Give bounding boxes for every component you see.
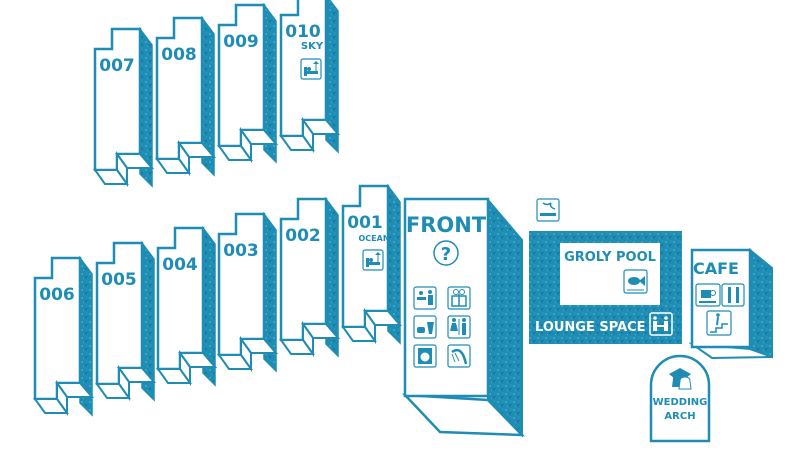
cafe-title: CAFE [693,259,739,278]
room-006[interactable]: 006 [33,255,95,417]
fish-icon [623,269,648,294]
room-number: 010 [285,22,321,42]
cutlery-icon [721,283,745,307]
room-004[interactable]: 004 [156,225,218,387]
room-number: 004 [162,255,198,275]
laundry-icon [413,344,437,368]
smoking-area-icon [536,198,560,222]
wedding-label-line2: ARCH [664,411,695,422]
lounge-label: LOUNGE SPACE [535,320,646,335]
bed-icon [362,249,384,271]
food-drink-icon [413,315,437,339]
bed-icon [300,58,322,80]
room-number: 001 [347,213,383,233]
room-number: 008 [161,45,197,65]
stairs-icon [706,310,732,336]
pool-label: GROLY POOL [564,250,656,265]
room-009[interactable]: 009 [217,2,279,164]
wedding-bells-icon [669,368,692,390]
shower-icon [447,344,471,368]
room-name: SKY [301,41,324,52]
room-005[interactable]: 005 [95,240,157,402]
front-desk-building[interactable]: FRONT ? [401,197,526,438]
room-number: 006 [39,285,75,305]
room-number: 009 [223,32,259,52]
room-name: OCEAN [358,234,389,243]
wedding-label-line1: WEDDING [653,397,708,408]
room-007[interactable]: 007 [93,26,155,188]
help-icon: ? [433,240,459,266]
svg-text:?: ? [441,244,451,265]
room-number: 007 [99,56,135,76]
room-008[interactable]: 008 [155,15,217,177]
room-number: 005 [101,270,137,290]
front-title: FRONT [406,213,487,237]
lounge-icon [649,312,673,336]
room-003[interactable]: 003 [217,211,279,373]
lounge-space[interactable]: GROLY POOL LOUNGE SPACE [529,231,682,344]
cafe-building[interactable]: CAFE [688,247,773,360]
room-number: 003 [223,241,259,261]
coffee-icon [695,283,721,307]
wedding-arch[interactable]: WEDDING ARCH [649,354,711,443]
room-002[interactable]: 002 [279,196,341,358]
restroom-icon [447,315,471,339]
reception-icon [413,286,437,310]
room-number: 002 [285,226,321,246]
gift-icon [447,286,471,310]
